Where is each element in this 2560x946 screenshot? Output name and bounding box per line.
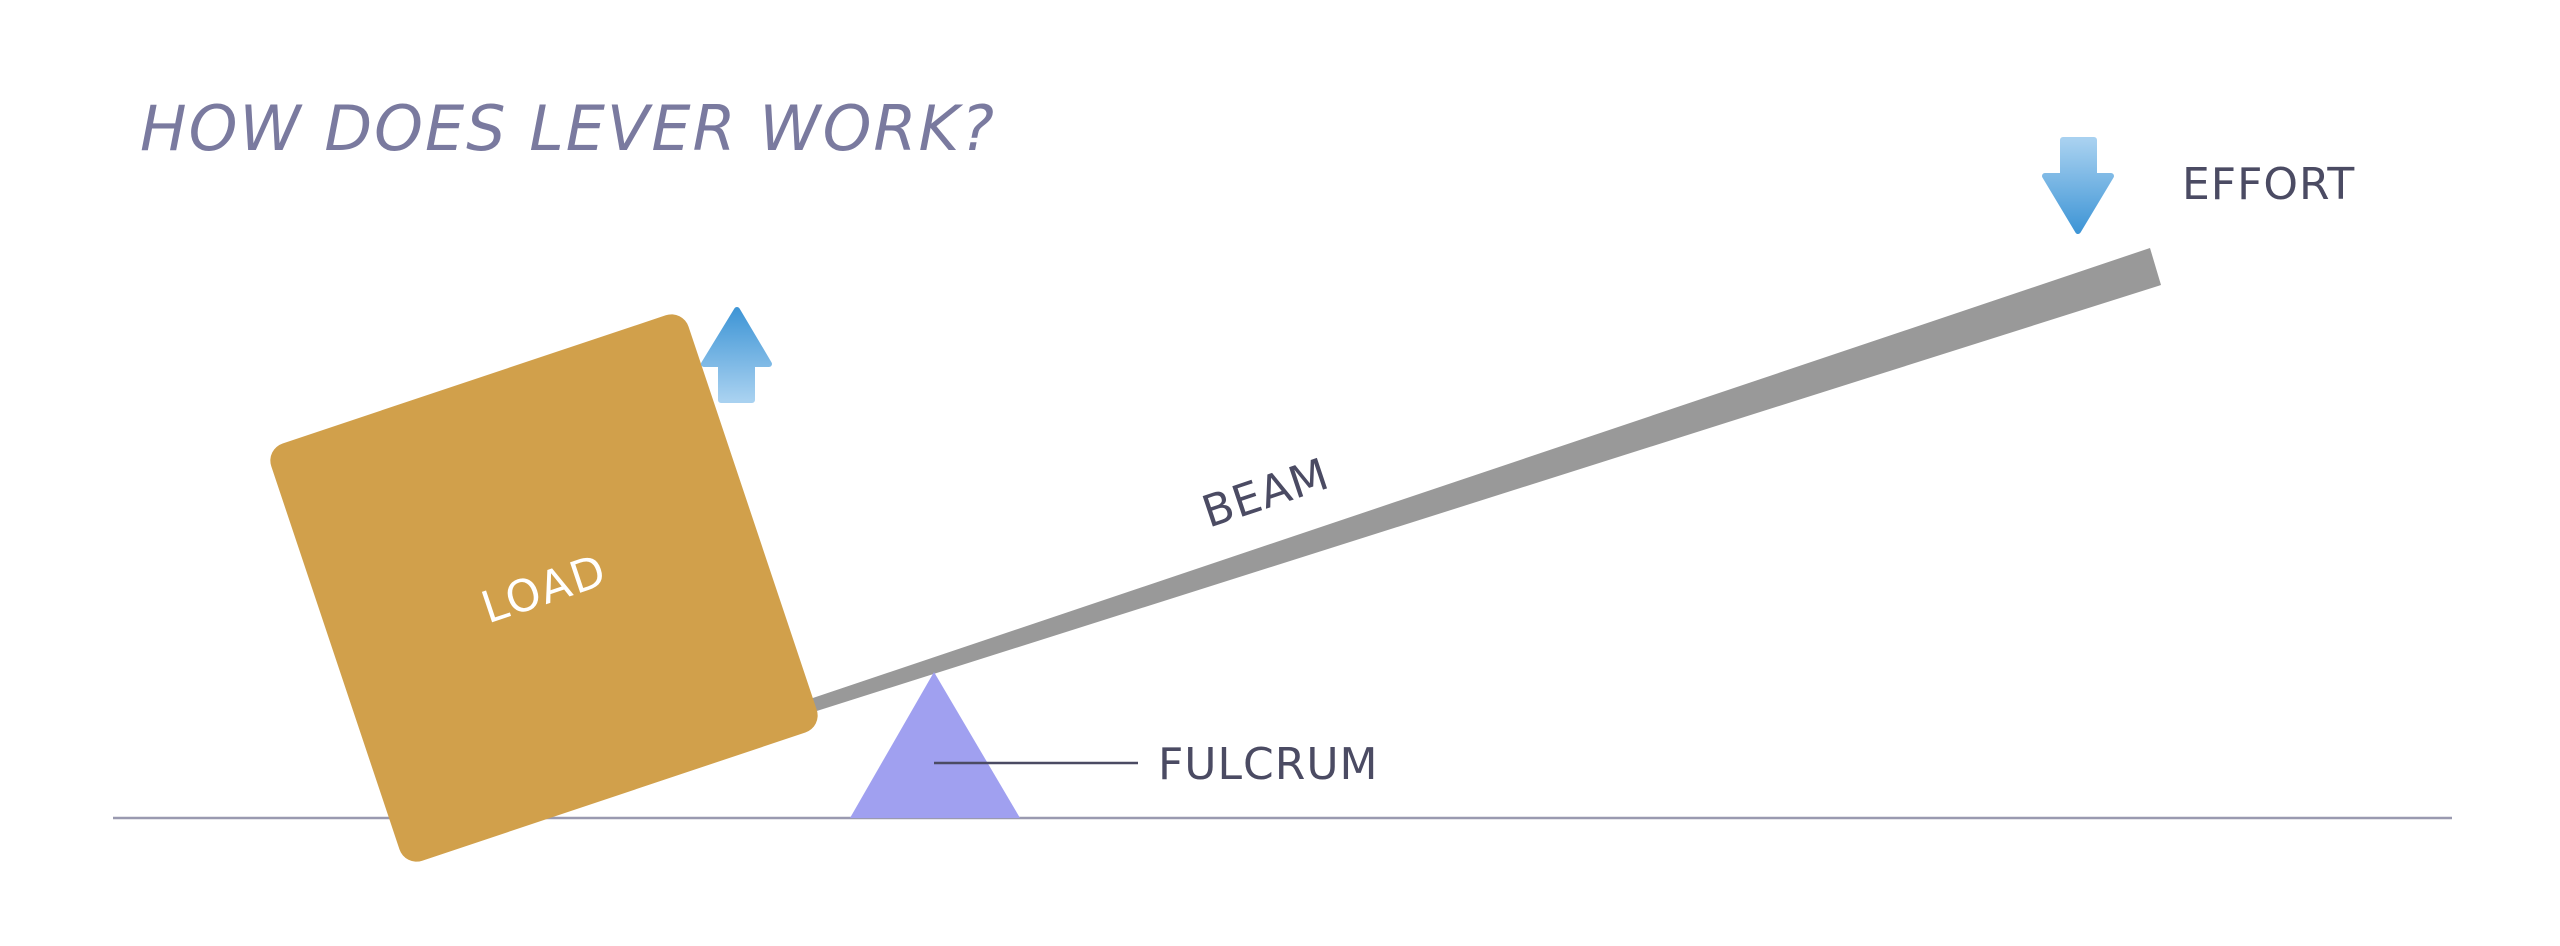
- beam-label: BEAM: [1196, 449, 1336, 539]
- load-box: [270, 314, 818, 862]
- effort-label: EFFORT: [2182, 159, 2355, 210]
- arrow-up-icon: [701, 307, 772, 403]
- arrow-down-icon: [2042, 137, 2114, 234]
- lever-beam: [474, 248, 2161, 819]
- fulcrum-triangle: [850, 672, 1020, 818]
- fulcrum-label: FULCRUM: [1158, 739, 1379, 790]
- page-title: HOW DOES LEVER WORK?: [140, 92, 996, 165]
